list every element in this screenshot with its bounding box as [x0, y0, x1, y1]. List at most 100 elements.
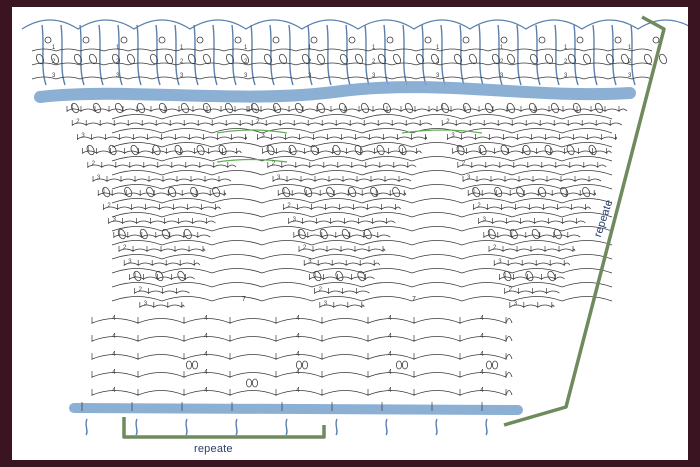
lower-row: [91, 336, 513, 342]
fan-panels: [66, 102, 628, 308]
row-number: 2: [462, 161, 466, 167]
top-band-row: [31, 62, 653, 66]
lower-row: [91, 372, 513, 378]
blue-highlight-rounds: [34, 81, 636, 436]
flower-stitch: [652, 36, 660, 44]
fan-row: [272, 178, 412, 182]
fan-leaf-stitch: [332, 144, 341, 156]
row-number: 4: [388, 387, 392, 394]
lower-stitches: [91, 389, 507, 396]
fan-leaf-stitch: [573, 102, 581, 114]
row-number: 1: [472, 189, 476, 195]
fan-stitches: [319, 302, 363, 308]
connecting-arc-row: [111, 282, 613, 288]
row-number: 2: [123, 245, 127, 251]
fan-stitches: [123, 260, 195, 266]
fan-row: [319, 304, 365, 308]
row-number: 1: [87, 147, 91, 153]
fan-leaf-stitch: [370, 186, 379, 198]
row-number: 1: [52, 45, 56, 51]
row-number: 1: [313, 273, 317, 279]
lower-row: [91, 318, 513, 324]
fan-stitches: [478, 218, 577, 224]
chain-strand: [573, 24, 579, 86]
fan-row: [309, 276, 375, 280]
flower-stitch: [614, 36, 622, 44]
fan-stitches: [293, 232, 379, 238]
row-number: 4: [296, 315, 300, 322]
fan-leaf-stitch: [494, 186, 503, 198]
fan-leaf-stitch: [361, 102, 369, 114]
fan-leaf-stitch: [441, 102, 449, 114]
fan-leaf-stitch: [383, 102, 391, 114]
row-number: 2: [372, 59, 376, 65]
flower-stitch: [44, 36, 52, 44]
flower-stitch: [120, 36, 128, 44]
fan-leaf-stitch: [86, 144, 95, 156]
row-number: 3: [564, 73, 568, 79]
bottom-stitches: [81, 402, 483, 411]
fan-leaf-stitch: [159, 102, 167, 114]
row-number: 3: [308, 73, 312, 79]
fan-stitches: [499, 274, 556, 280]
leaf-stitch: [51, 53, 59, 65]
chain-strand: [307, 24, 313, 86]
connecting-arc-row: [111, 170, 613, 176]
row-number: 1: [372, 45, 376, 51]
fan-stitches: [103, 204, 216, 210]
fan-leaf-stitch: [115, 102, 123, 114]
fan-leaf-stitch: [525, 270, 534, 282]
fan-row: [267, 164, 417, 168]
fan-stitches: [467, 190, 595, 196]
connecting-arc-row: [111, 114, 613, 120]
fan-stitches: [77, 134, 246, 140]
fan-row: [304, 262, 381, 266]
row-number: 3: [293, 217, 297, 223]
repeat-bracket-horizontal: [122, 417, 326, 439]
leaf-stitch: [659, 53, 667, 65]
fan-stitches: [262, 148, 417, 154]
flower-stitch: [386, 36, 394, 44]
fan-row: [468, 192, 597, 196]
puff-stitch: [185, 360, 192, 370]
fan-row: [257, 136, 427, 140]
row-number: 1: [282, 189, 286, 195]
row-number: 7: [242, 296, 246, 303]
fan-row: [442, 122, 623, 126]
row-number: 2: [308, 59, 312, 65]
fan-leaf-stitch: [485, 102, 493, 114]
row-number: 3: [451, 133, 455, 139]
fan-stitches: [87, 162, 229, 168]
fan-row: [108, 220, 216, 224]
top-band-row: [31, 48, 653, 52]
fan-stitches: [283, 204, 396, 210]
row-number: 1: [180, 45, 184, 51]
flower-stitch: [500, 36, 508, 44]
fan-row: [473, 206, 591, 210]
row-number: 3: [324, 301, 328, 307]
row-number: 2: [76, 119, 80, 125]
row-number: 4: [112, 351, 116, 358]
row-number: 1: [133, 273, 137, 279]
fan-leaf-stitch: [313, 270, 322, 282]
fan-leaf-stitch: [218, 144, 227, 156]
fan-row: [504, 290, 560, 294]
fan-stitches: [272, 176, 400, 182]
fan-stitches: [257, 134, 426, 140]
chain-strand: [535, 24, 541, 86]
fan-stitches: [139, 302, 183, 308]
row-number: 4: [388, 351, 392, 358]
fan-row: [436, 108, 628, 112]
fan-stitches: [488, 246, 574, 252]
fan-stitches: [483, 232, 569, 238]
row-number: 3: [498, 259, 502, 265]
row-number: 1: [118, 231, 122, 237]
fan-leaf-stitch: [553, 228, 562, 240]
fan-leaf-stitch: [507, 102, 515, 114]
fan-row: [462, 178, 602, 182]
fan-stitches: [97, 190, 225, 196]
fan-row: [314, 290, 370, 294]
fan-stitches: [267, 162, 409, 168]
row-number: 2: [628, 59, 632, 65]
fan-row: [293, 234, 391, 238]
